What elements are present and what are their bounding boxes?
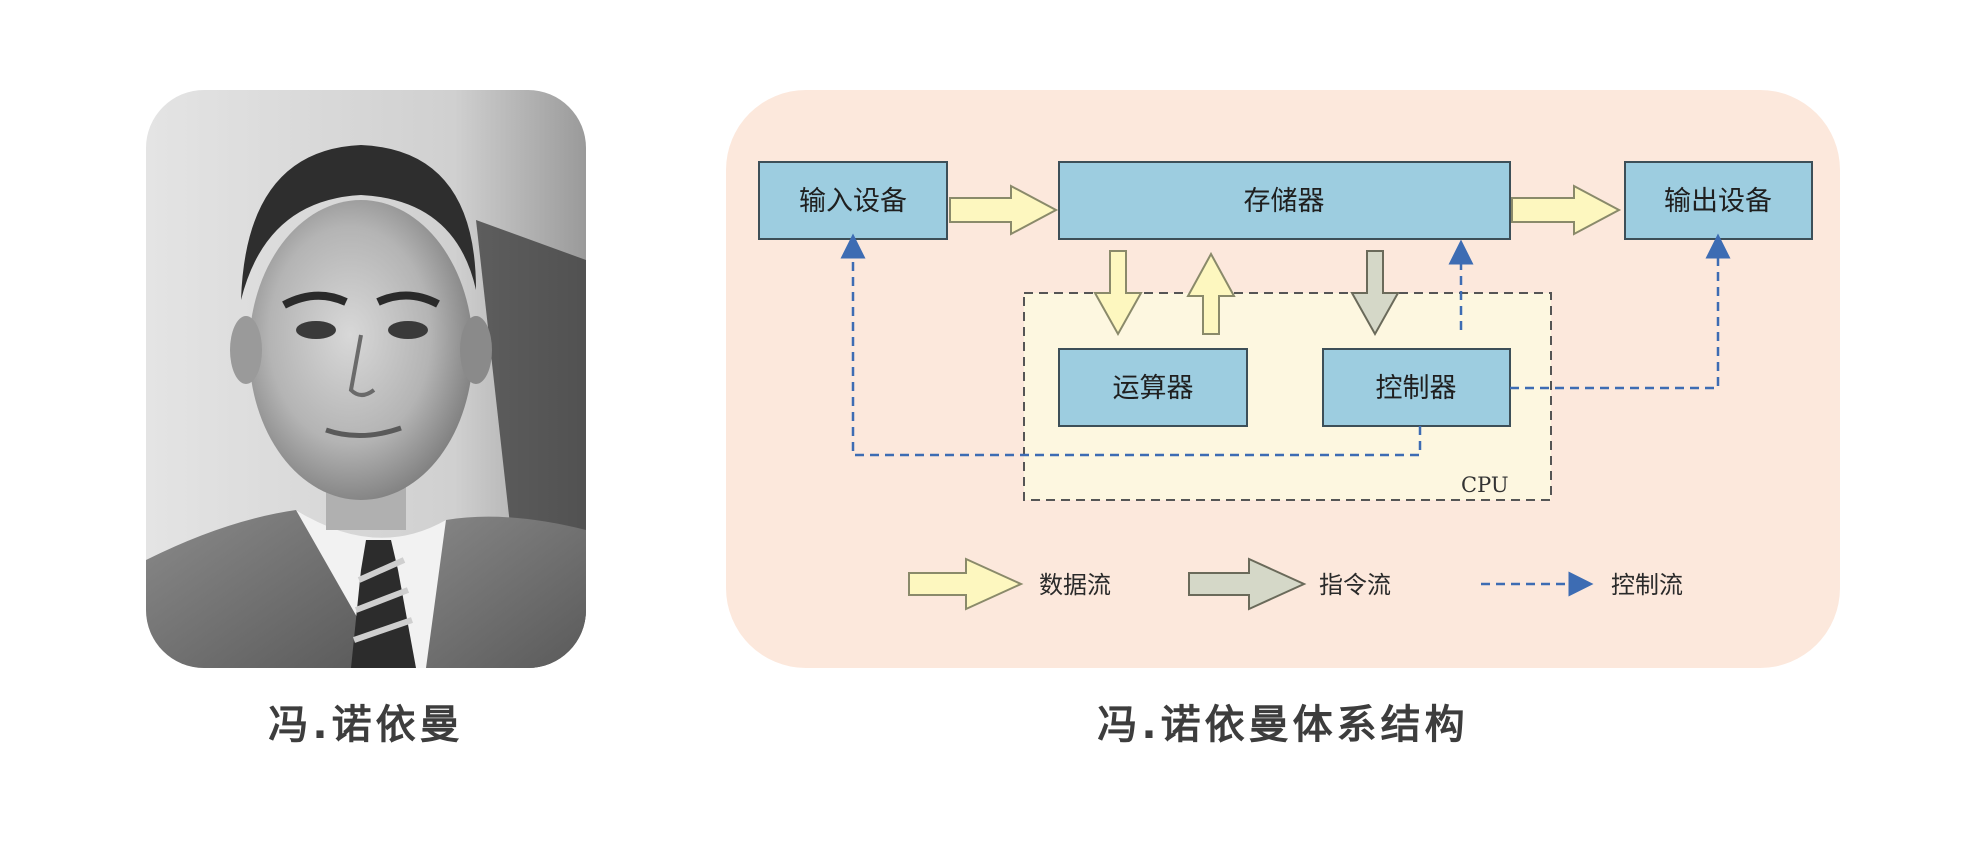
legend-instruction-flow-arrow bbox=[1188, 557, 1307, 611]
alu-label: 运算器 bbox=[1113, 373, 1194, 404]
data-arrow-alu-to-memory bbox=[1186, 251, 1236, 335]
legend-data-flow-arrow bbox=[908, 557, 1024, 611]
memory-label: 存储器 bbox=[1244, 186, 1325, 217]
input-device-label: 输入设备 bbox=[799, 186, 907, 217]
memory-box bbox=[1058, 161, 1511, 240]
input-device-box bbox=[758, 161, 948, 240]
portrait-photo bbox=[146, 90, 586, 668]
control-flow-controller-to-output bbox=[1510, 233, 1731, 390]
legend: 数据流 指令流 控制流 bbox=[908, 557, 1683, 611]
output-device-label: 输出设备 bbox=[1664, 186, 1772, 217]
legend-data-flow-label: 数据流 bbox=[1039, 571, 1111, 599]
von-neumann-architecture-diagram: CPU 输入设备 存储器 输出设备 运算器 控制器 数据流 bbox=[726, 90, 1840, 668]
von-neumann-portrait-image bbox=[146, 90, 586, 668]
output-device-box bbox=[1624, 161, 1813, 240]
data-arrow-input-to-memory bbox=[949, 184, 1059, 236]
data-arrow-memory-to-output bbox=[1511, 184, 1622, 236]
diagram-caption: 冯.诺依曼体系结构 bbox=[1097, 702, 1469, 748]
legend-instruction-flow-label: 指令流 bbox=[1319, 571, 1391, 599]
controller-box bbox=[1322, 348, 1511, 427]
data-arrow-memory-to-alu bbox=[1093, 250, 1143, 337]
portrait-caption: 冯.诺依曼 bbox=[268, 702, 464, 748]
controller-label: 控制器 bbox=[1376, 373, 1457, 404]
instruction-arrow-memory-to-controller bbox=[1350, 250, 1400, 337]
alu-box bbox=[1058, 348, 1248, 427]
cpu-label: CPU bbox=[1461, 473, 1509, 497]
legend-control-flow-label: 控制流 bbox=[1611, 571, 1683, 599]
